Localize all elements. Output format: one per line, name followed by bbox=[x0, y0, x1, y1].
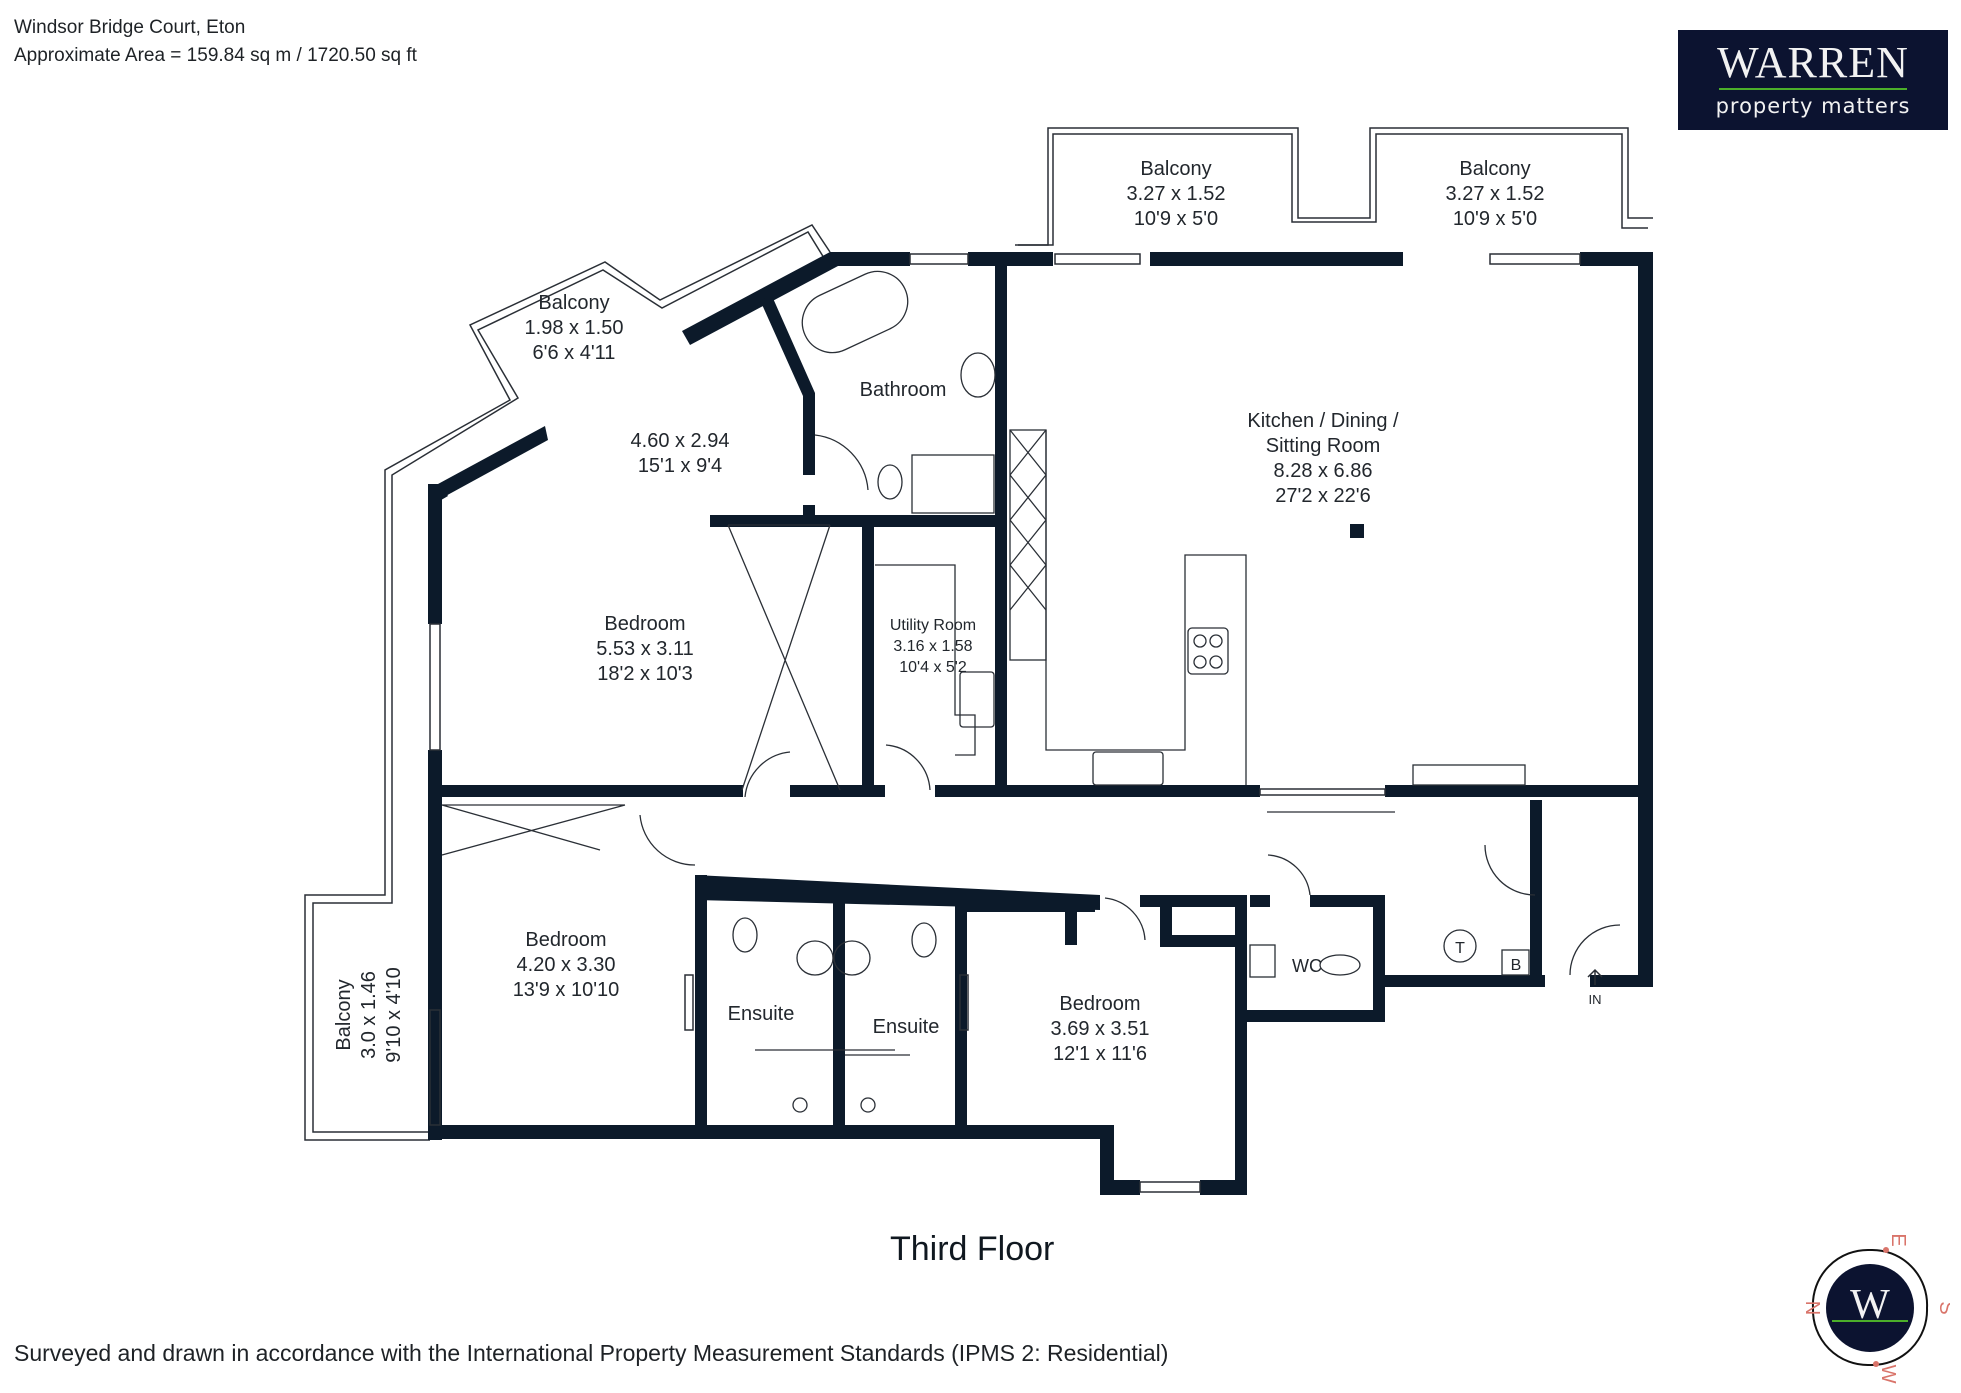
windows bbox=[429, 253, 1581, 1193]
svg-text:18'2 x 10'3: 18'2 x 10'3 bbox=[597, 663, 693, 685]
svg-text:5.53 x 3.11: 5.53 x 3.11 bbox=[596, 638, 693, 660]
svg-text:Balcony: Balcony bbox=[1140, 158, 1211, 180]
svg-text:12'1 x 11'6: 12'1 x 11'6 bbox=[1053, 1043, 1147, 1065]
svg-text:Bedroom: Bedroom bbox=[1059, 993, 1140, 1015]
svg-text:10'9 x 5'0: 10'9 x 5'0 bbox=[1134, 208, 1218, 230]
svg-text:Bathroom: Bathroom bbox=[860, 379, 947, 401]
floor-title: Third Floor bbox=[890, 1230, 1055, 1268]
svg-text:B: B bbox=[1511, 957, 1522, 974]
svg-text:3.27 x 1.52: 3.27 x 1.52 bbox=[1446, 183, 1545, 205]
logo-tagline: property matters bbox=[1715, 94, 1911, 118]
svg-text:1.98 x 1.50: 1.98 x 1.50 bbox=[525, 317, 624, 339]
svg-text:N: N bbox=[1801, 1301, 1823, 1315]
svg-text:13'9 x 10'10: 13'9 x 10'10 bbox=[513, 979, 620, 1001]
entrance-arrow-icon bbox=[1587, 968, 1603, 985]
svg-text:Balcony: Balcony bbox=[1459, 158, 1530, 180]
svg-text:10'4 x 5'2: 10'4 x 5'2 bbox=[899, 659, 967, 676]
svg-text:Utility Room: Utility Room bbox=[890, 617, 976, 634]
svg-text:Bedroom: Bedroom bbox=[525, 929, 606, 951]
svg-text:3.16 x 1.58: 3.16 x 1.58 bbox=[893, 638, 972, 655]
svg-text:Ensuite: Ensuite bbox=[728, 1003, 795, 1025]
svg-text:S: S bbox=[1935, 1301, 1950, 1314]
svg-text:Bedroom: Bedroom bbox=[604, 613, 685, 635]
svg-text:Sitting Room: Sitting Room bbox=[1266, 435, 1381, 457]
svg-text:4.20 x 3.30: 4.20 x 3.30 bbox=[517, 954, 616, 976]
svg-text:WC: WC bbox=[1292, 956, 1322, 976]
svg-text:3.0 x 1.46: 3.0 x 1.46 bbox=[358, 971, 380, 1059]
plan-header: Windsor Bridge Court, Eton Approximate A… bbox=[14, 14, 417, 70]
ipms-footnote: Surveyed and drawn in accordance with th… bbox=[14, 1340, 1169, 1366]
svg-text:Ensuite: Ensuite bbox=[873, 1016, 940, 1038]
logo-brand: WARREN bbox=[1717, 38, 1909, 87]
walls bbox=[428, 252, 1653, 1195]
svg-text:T: T bbox=[1455, 940, 1465, 957]
fixtures bbox=[441, 270, 1621, 1113]
svg-text:6'6 x 4'11: 6'6 x 4'11 bbox=[533, 342, 616, 364]
svg-text:W: W bbox=[1850, 1282, 1890, 1328]
svg-text:10'9 x 5'0: 10'9 x 5'0 bbox=[1453, 208, 1537, 230]
svg-text:IN: IN bbox=[1589, 992, 1602, 1007]
svg-text:3.69 x 3.51: 3.69 x 3.51 bbox=[1051, 1018, 1150, 1040]
svg-text:8.28 x 6.86: 8.28 x 6.86 bbox=[1274, 460, 1373, 482]
compass-icon: W N E S W bbox=[1801, 1233, 1950, 1384]
svg-text:15'1 x 9'4: 15'1 x 9'4 bbox=[638, 455, 722, 477]
svg-text:4.60 x 2.94: 4.60 x 2.94 bbox=[631, 430, 730, 452]
svg-text:Balcony: Balcony bbox=[333, 979, 355, 1050]
svg-text:9'10 x 4'10: 9'10 x 4'10 bbox=[383, 967, 405, 1063]
column-marker bbox=[1350, 524, 1364, 538]
logo-divider bbox=[1719, 88, 1907, 90]
area-text: Approximate Area = 159.84 sq m / 1720.50… bbox=[14, 45, 417, 66]
room-labels: Balcony 3.27 x 1.52 10'9 x 5'0 Balcony 3… bbox=[333, 158, 1602, 1065]
svg-text:Balcony: Balcony bbox=[538, 292, 609, 314]
svg-text:Kitchen / Dining /: Kitchen / Dining / bbox=[1247, 410, 1399, 432]
svg-text:3.27 x 1.52: 3.27 x 1.52 bbox=[1127, 183, 1226, 205]
svg-text:W: W bbox=[1877, 1365, 1899, 1384]
svg-text:27'2 x 22'6: 27'2 x 22'6 bbox=[1275, 485, 1371, 507]
property-name: Windsor Bridge Court, Eton bbox=[14, 17, 246, 38]
balcony-outlines bbox=[304, 127, 1653, 1141]
svg-text:E: E bbox=[1887, 1233, 1909, 1246]
warren-logo: WARREN property matters bbox=[1678, 30, 1948, 130]
